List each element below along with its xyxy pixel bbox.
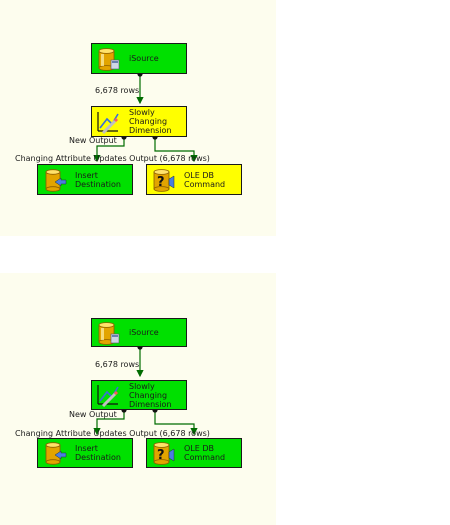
insert-destination-task[interactable]: Insert Destination — [37, 438, 133, 468]
new-output-label: New Output — [69, 136, 117, 145]
database-insert-icon — [45, 168, 67, 192]
path-scd-to-oledb[interactable] — [154, 137, 198, 163]
isource-task[interactable]: iSource — [91, 318, 187, 347]
insert-destination-label: Insert Destination — [75, 444, 121, 462]
row-count-label: 6,678 rows — [95, 86, 140, 95]
ole-db-command-label: OLE DB Command — [184, 444, 226, 462]
path-scd-to-oledb[interactable] — [154, 410, 198, 436]
slowly-changing-dimension-label: Slowly Changing Dimension — [129, 108, 172, 135]
slowly-changing-dimension-icon — [97, 385, 119, 408]
changing-attribute-output-label: Changing Attribute Updates Output (6,678… — [15, 154, 210, 163]
slowly-changing-dimension-task[interactable]: Slowly Changing Dimension — [91, 106, 187, 137]
question-database-icon: ? — [153, 168, 175, 192]
isource-label: iSource — [129, 54, 159, 63]
database-cylinder-icon — [98, 321, 120, 345]
new-output-label: New Output — [69, 410, 117, 419]
insert-destination-label: Insert Destination — [75, 170, 121, 189]
database-cylinder-icon — [98, 47, 120, 71]
design-canvas-top: iSource 6,678 rows Slowly Changing Dimen… — [0, 0, 276, 236]
design-canvas-bottom: iSource 6,678 rows Slowly Changing Dimen… — [0, 273, 276, 525]
row-count-label: 6,678 rows — [95, 360, 140, 369]
ole-db-command-task[interactable]: ? OLE DB Command — [146, 438, 242, 468]
path-scd-to-insert[interactable] — [93, 410, 125, 436]
slowly-changing-dimension-icon — [97, 111, 119, 134]
changing-attribute-output-label: Changing Attribute Updates Output (6,678… — [15, 429, 210, 438]
svg-text:?: ? — [157, 175, 165, 190]
database-insert-icon — [45, 442, 67, 465]
ole-db-command-task[interactable]: ? OLE DB Command — [146, 164, 242, 195]
isource-task[interactable]: iSource — [91, 43, 187, 74]
slowly-changing-dimension-label: Slowly Changing Dimension — [129, 381, 172, 409]
slowly-changing-dimension-task[interactable]: Slowly Changing Dimension — [91, 380, 187, 410]
ole-db-command-label: OLE DB Command — [184, 170, 226, 189]
question-database-icon: ? — [153, 442, 175, 465]
insert-destination-task[interactable]: Insert Destination — [37, 164, 133, 195]
path-scd-to-insert[interactable] — [93, 137, 125, 163]
isource-label: iSource — [129, 328, 159, 337]
svg-text:?: ? — [157, 448, 165, 463]
